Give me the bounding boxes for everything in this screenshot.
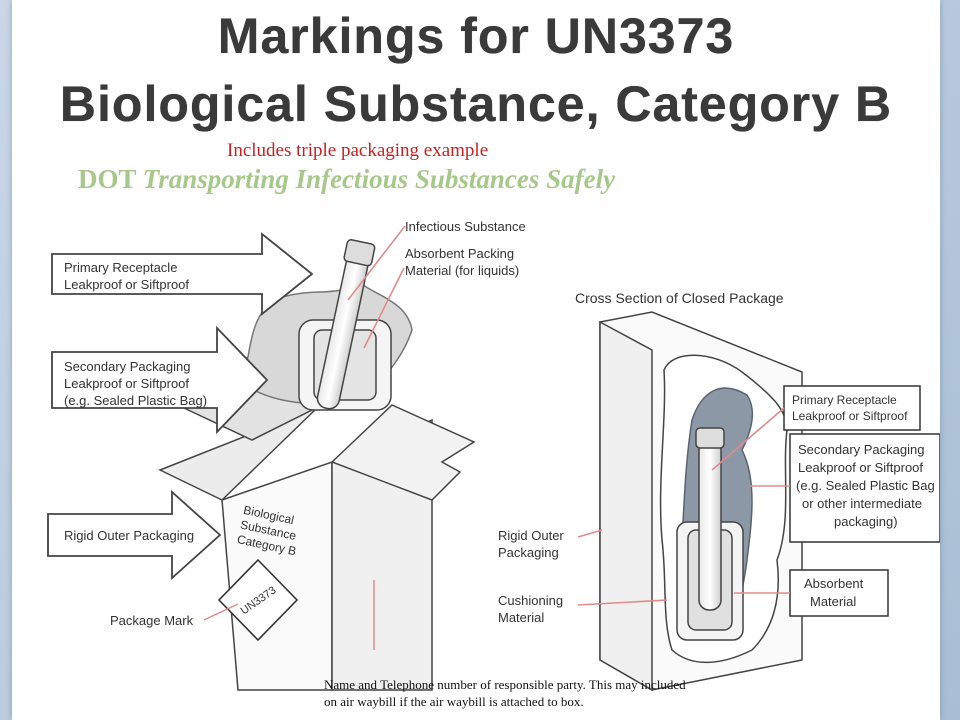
slide: Markings for UN3373 Biological Substance… (12, 0, 940, 720)
dot-source-title: Transporting Infectious Substances Safel… (142, 164, 616, 194)
left-primary-label-2: Leakproof or Siftproof (64, 277, 189, 292)
package-mark-label: Package Mark (110, 613, 194, 628)
primary-arrow (51, 232, 314, 316)
note-line-1: Name and Telephone number of responsible… (324, 677, 686, 692)
left-secondary-label-3: (e.g. Sealed Plastic Bag) (64, 393, 207, 408)
right-secondary-box (789, 433, 940, 543)
left-secondary-label-2: Leakproof or Siftproof (64, 376, 189, 391)
note-line-2: on air waybill if the air waybill is att… (324, 694, 584, 709)
right-secondary-label-2: Leakproof or Siftproof (798, 460, 923, 475)
right-absorbent-box (789, 569, 889, 617)
responsible-party-note: Name and Telephone number of responsible… (324, 676, 814, 710)
packaging-diagram: Biological Substance Category B UN3373 P… (47, 219, 940, 692)
box-front-face (221, 460, 333, 691)
rigid-outer-arrow (47, 489, 222, 581)
right-absorbent-label-1: Absorbent (804, 576, 864, 591)
top-label-pointers (347, 225, 406, 349)
right-rigid-outer-label-2: Packaging (498, 545, 559, 560)
left-rigid-outer-label: Rigid Outer Packaging (64, 528, 194, 543)
box-label-text: Biological Substance Category B (236, 503, 298, 559)
absorbent-label-1: Absorbent Packing (405, 246, 514, 261)
left-secondary-label-1: Secondary Packaging (64, 359, 190, 374)
package-mark-pointer (203, 603, 239, 621)
right-absorbent-label-2: Material (810, 594, 856, 609)
closed-box-front (599, 320, 653, 692)
right-cushioning-label-1: Cushioning (498, 593, 563, 608)
absorbent-label-2: Material (for liquids) (405, 263, 519, 278)
box-flap-right (330, 404, 476, 501)
secondary-arrow (51, 325, 269, 435)
box-flap-left (158, 407, 318, 501)
right-pointers (577, 407, 790, 606)
tube-cap-cross-section (695, 427, 725, 449)
open-box-figure (158, 239, 476, 691)
right-primary-label-2: Leakproof or Siftproof (792, 409, 908, 423)
right-cushioning-label-2: Material (498, 610, 544, 625)
dot-source-agency: DOT (78, 164, 137, 194)
cross-section-title: Cross Section of Closed Package (575, 290, 784, 306)
triple-packaging-subtitle: Includes triple packaging example (227, 140, 489, 161)
right-secondary-label-5: packaging) (834, 514, 898, 529)
left-primary-label-1: Primary Receptacle (64, 260, 177, 275)
un3373-diamond: UN3373 (217, 558, 299, 642)
right-secondary-label-3: (e.g. Sealed Plastic Bag (796, 478, 935, 493)
slide-title-line-1: Markings for UN3373 (217, 8, 735, 64)
right-rigid-outer-label-1: Rigid Outer (498, 528, 564, 543)
slide-title-line-2: Biological Substance, Category B (59, 76, 893, 132)
right-secondary-label-1: Secondary Packaging (798, 442, 924, 457)
right-primary-label-1: Primary Receptacle (792, 393, 897, 407)
right-primary-box (783, 385, 921, 431)
tube-cap (343, 239, 376, 267)
infectious-substance-label: Infectious Substance (405, 219, 526, 234)
right-secondary-label-4: or other intermediate (802, 496, 922, 511)
closed-box-cross-section (599, 311, 803, 692)
dot-source-heading: DOT Transporting Infectious Substances S… (78, 164, 615, 195)
